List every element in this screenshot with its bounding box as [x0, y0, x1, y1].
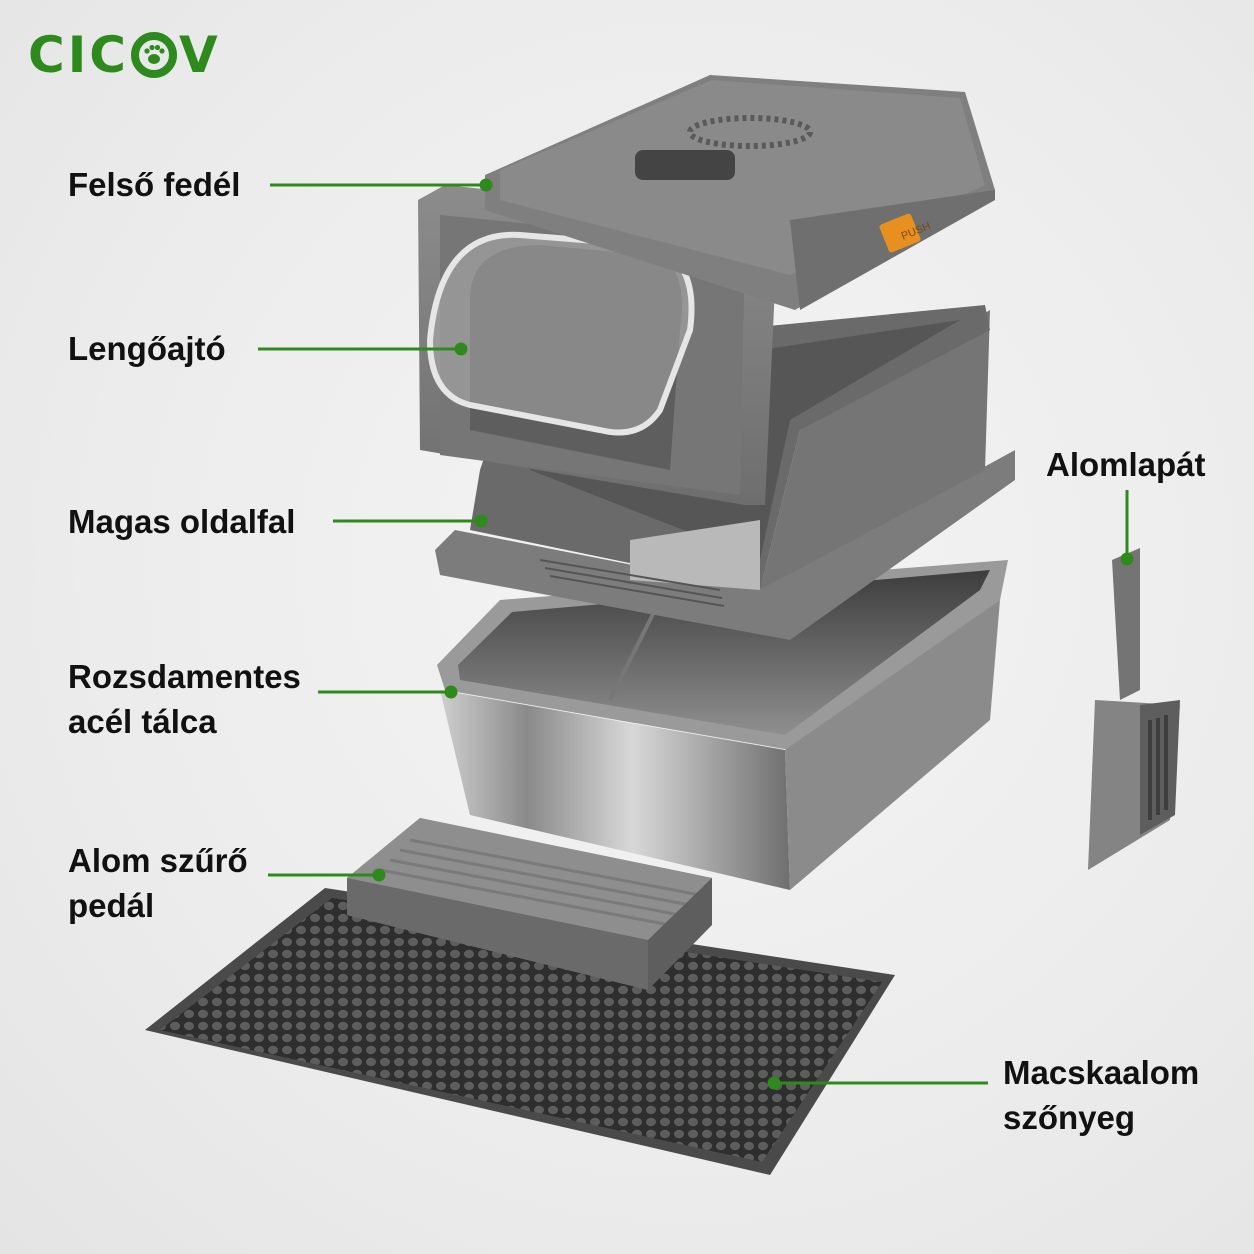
filter-pedal [347, 818, 712, 990]
leader-scoop-dot [1120, 552, 1134, 566]
brand-name-right: V [179, 26, 221, 84]
label-filter-pedal-line2: pedál [68, 887, 155, 924]
label-steel-tray-line1: Rozsdamentes [68, 658, 301, 695]
label-filter-pedal: Alom szűrő pedál [68, 838, 248, 928]
paw-logo-icon [131, 32, 177, 78]
litter-scoop [1088, 548, 1180, 870]
label-high-wall: Magas oldalfal [68, 503, 296, 540]
leader-steel-tray-dot [444, 685, 458, 699]
label-steel-tray: Rozsdamentes acél tálca [68, 654, 301, 744]
leader-high-wall-dot [474, 514, 488, 528]
leader-top-lid-dot [479, 178, 493, 192]
label-top-lid: Felső fedél [68, 166, 241, 203]
label-mat-line2: szőnyeg [1003, 1099, 1136, 1136]
steel-tray [437, 560, 1008, 890]
leader-lines [258, 178, 1134, 1090]
label-mat-line1: Macskaalom [1003, 1054, 1200, 1091]
push-text: PUSH [900, 220, 933, 243]
leader-mat-dot [767, 1076, 781, 1090]
leader-swing-door-dot [454, 342, 468, 356]
label-mat: Macskaalom szőnyeg [1003, 1050, 1199, 1140]
litter-mat [145, 888, 895, 1175]
label-swing-door: Lengőajtó [68, 330, 226, 367]
label-scoop: Alomlapát [1046, 446, 1206, 483]
brand-logo: CIC V [28, 26, 221, 84]
label-steel-tray-line2: acél tálca [68, 703, 217, 740]
label-filter-pedal-line1: Alom szűrő [68, 842, 248, 879]
brand-name-left: CIC [28, 26, 129, 84]
leader-filter-pedal-dot [372, 868, 386, 882]
top-lid [485, 75, 995, 310]
